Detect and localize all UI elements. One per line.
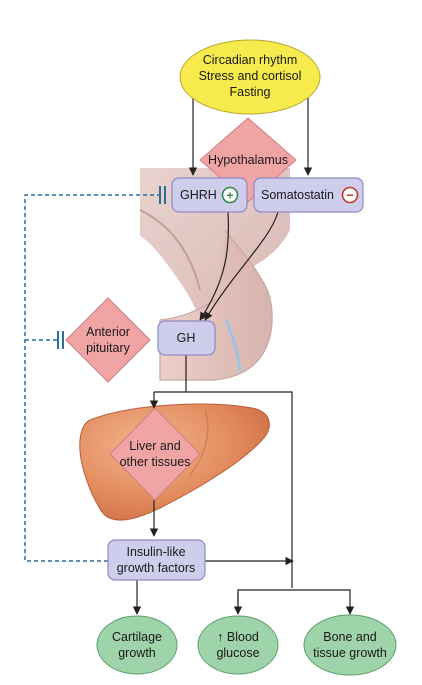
inputs-node: Circadian rhythm Stress and cortisol Fas… (179, 39, 321, 115)
connectors (132, 96, 355, 615)
liver-line-1: Liver and (129, 439, 180, 453)
outcome-bone-node: Bone and tissue growth (303, 614, 397, 676)
inputs-line-1: Circadian rhythm (203, 53, 297, 67)
cartilage-line-2: growth (118, 646, 156, 660)
somatostatin-label: Somatostatin (261, 188, 334, 202)
arrow-somatostatin-to-gh (204, 211, 279, 321)
glucose-line-1: ↑ Blood (217, 630, 259, 644)
glucose-word-blood: Blood (227, 630, 259, 644)
igf-line-2: growth factors (117, 561, 196, 575)
line-outcome-split (237, 589, 355, 615)
anterior-pituitary-line-1: Anterior (86, 325, 130, 339)
ghrh-node: GHRH + (171, 177, 248, 213)
up-arrow-icon: ↑ (217, 630, 223, 644)
bone-line-1: Bone and (323, 630, 377, 644)
igf-line-1: Insulin-like (126, 545, 185, 559)
stimulatory-sign-icon (221, 186, 239, 204)
gh-node: GH (157, 320, 216, 356)
anterior-pituitary-line-2: pituitary (86, 341, 131, 355)
outcome-cartilage-node: Cartilage growth (96, 615, 178, 675)
ghrh-label: GHRH (180, 188, 217, 202)
inhibitory-sign-icon (341, 186, 359, 204)
somatostatin-sign: − (346, 188, 354, 203)
cartilage-line-1: Cartilage (112, 630, 162, 644)
anterior-pituitary-node: Anterior pituitary (65, 297, 151, 383)
line-gh-branch (154, 391, 293, 588)
igf-node: Insulin-like growth factors (107, 539, 206, 581)
feedback-to-ghrh (24, 194, 160, 562)
hypothalamus-label: Hypothalamus (208, 153, 288, 167)
gh-label: GH (177, 331, 196, 345)
glucose-line-2: glucose (216, 646, 259, 660)
inputs-line-2: Stress and cortisol (199, 69, 302, 83)
somatostatin-node: Somatostatin − (253, 177, 364, 213)
liver-line-2: other tissues (120, 455, 191, 469)
bone-line-2: tissue growth (313, 646, 387, 660)
liver-node: Liver and other tissues (109, 407, 201, 501)
inputs-line-3: Fasting (230, 85, 271, 99)
negative-feedback-lines (24, 186, 166, 562)
ghrh-sign: + (226, 189, 233, 203)
outcome-glucose-node: ↑ Blood glucose (197, 615, 279, 675)
arrow-ghrh-to-gh (199, 211, 229, 321)
